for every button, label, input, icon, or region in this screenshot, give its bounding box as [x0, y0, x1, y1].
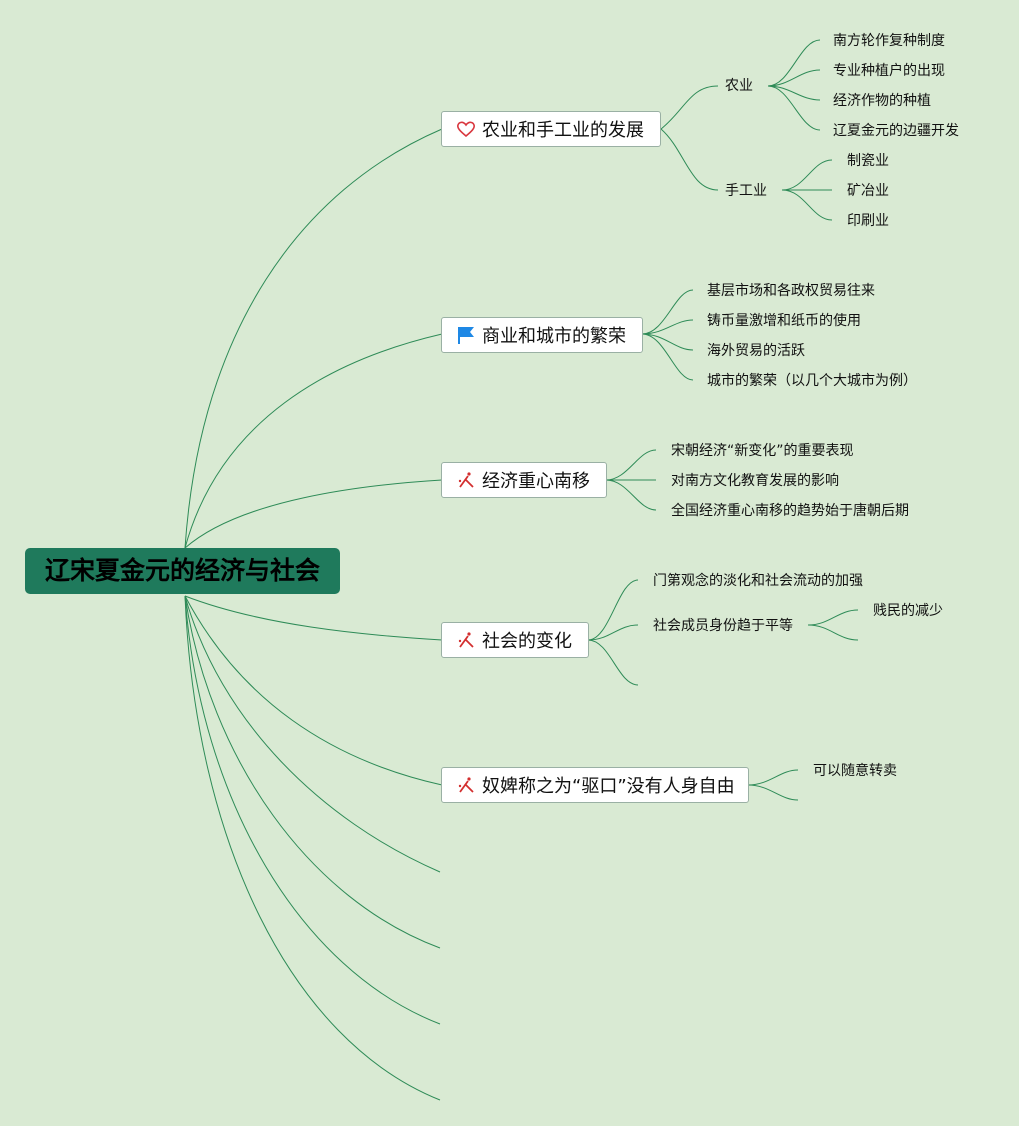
- leaf-item[interactable]: 南方轮作复种制度: [833, 33, 945, 49]
- topic-agriculture-handicraft[interactable]: 农业和手工业的发展: [441, 111, 661, 147]
- heart-icon: [457, 121, 475, 138]
- subtopic-agriculture[interactable]: 农业: [725, 78, 753, 94]
- topic-label: 奴婢称之为“驱口”没有人身自由: [482, 776, 735, 797]
- tools-icon: [458, 777, 474, 793]
- leaf-item[interactable]: 社会成员身份趋于平等: [653, 618, 793, 634]
- leaf-item[interactable]: 对南方文化教育发展的影响: [671, 473, 839, 489]
- topic-label: 社会的变化: [482, 631, 572, 652]
- topic-commerce-cities[interactable]: 商业和城市的繁荣: [441, 317, 643, 353]
- leaf-item[interactable]: 基层市场和各政权贸易往来: [707, 283, 875, 299]
- tools-icon: [458, 472, 474, 488]
- topic-label: 商业和城市的繁荣: [482, 326, 626, 347]
- tools-icon: [458, 632, 474, 648]
- flag-icon: [458, 327, 474, 344]
- leaf-item[interactable]: 铸币量激增和纸币的使用: [707, 313, 861, 329]
- leaf-item[interactable]: 全国经济重心南移的趋势始于唐朝后期: [671, 503, 909, 519]
- topic-servants-quko[interactable]: 奴婢称之为“驱口”没有人身自由: [441, 767, 749, 803]
- topic-label: 经济重心南移: [482, 471, 590, 492]
- leaf-item[interactable]: 印刷业: [847, 213, 889, 229]
- leaf-item[interactable]: 门第观念的淡化和社会流动的加强: [653, 573, 863, 589]
- root-topic[interactable]: 辽宋夏金元的经济与社会: [25, 548, 340, 594]
- leaf-item[interactable]: 可以随意转卖: [813, 763, 897, 779]
- leaf-item[interactable]: 宋朝经济“新变化”的重要表现: [671, 443, 854, 459]
- leaf-item[interactable]: 专业种植户的出现: [833, 63, 945, 79]
- leaf-item[interactable]: 海外贸易的活跃: [707, 343, 805, 359]
- leaf-item[interactable]: 贱民的减少: [873, 603, 943, 619]
- leaf-item[interactable]: 辽夏金元的边疆开发: [833, 123, 959, 139]
- leaf-item[interactable]: 经济作物的种植: [833, 93, 931, 109]
- leaf-item[interactable]: 城市的繁荣（以几个大城市为例）: [707, 373, 917, 389]
- subtopic-handicraft[interactable]: 手工业: [725, 183, 767, 199]
- topic-economic-center-shift[interactable]: 经济重心南移: [441, 462, 607, 498]
- leaf-item[interactable]: 制瓷业: [847, 153, 889, 169]
- topic-label: 农业和手工业的发展: [482, 120, 644, 141]
- topic-social-change[interactable]: 社会的变化: [441, 622, 589, 658]
- leaf-item[interactable]: 矿冶业: [847, 183, 889, 199]
